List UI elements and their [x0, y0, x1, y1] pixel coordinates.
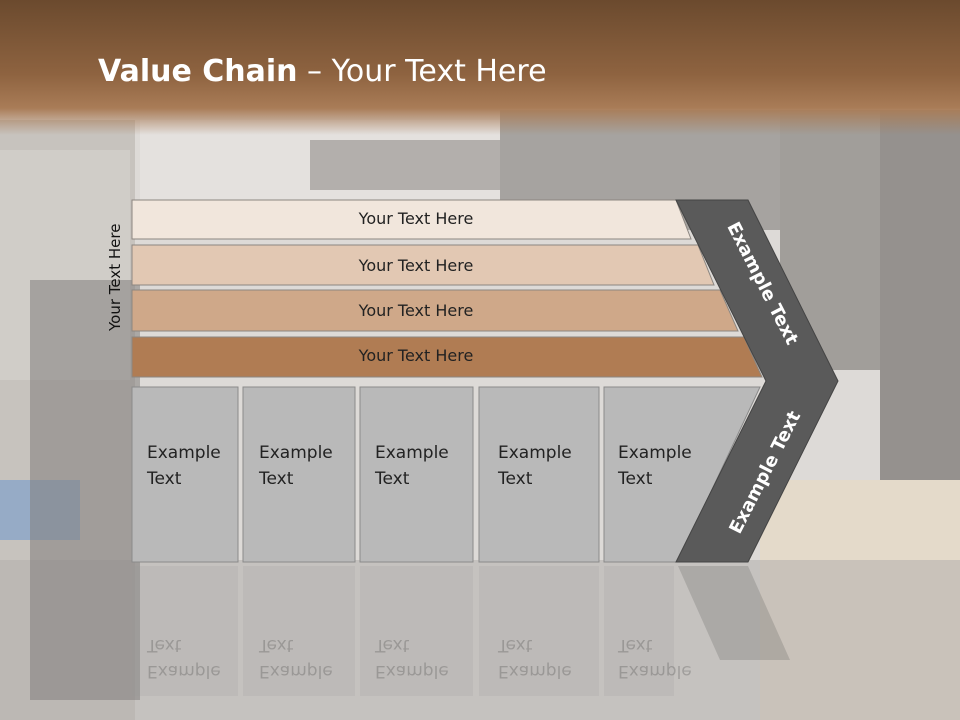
cell-3-line2: Text	[375, 469, 410, 489]
cell-reflection-5: Example Text	[618, 632, 692, 684]
row-label-4: Your Text Here	[358, 346, 474, 365]
title-rest: – Your Text Here	[297, 54, 547, 89]
cell-box-2	[242, 386, 356, 563]
cell-box-3	[359, 386, 474, 563]
cell-reflection-4: Example Text	[498, 632, 572, 684]
title-bold: Value Chain	[98, 54, 298, 89]
cell-1-line2: Text	[147, 469, 182, 489]
cell-box-1	[131, 386, 239, 563]
reflect-4-line2: Text	[498, 635, 533, 655]
cell-4-line2: Text	[498, 469, 533, 489]
cell-5-line2: Text	[618, 469, 653, 489]
row-label-2: Your Text Here	[358, 256, 474, 275]
reflect-4-line1: Example	[498, 661, 572, 681]
reflect-2-line1: Example	[259, 661, 333, 681]
reflect-3-line1: Example	[375, 661, 449, 681]
reflect-5-line1: Example	[618, 661, 692, 681]
reflect-5-line2: Text	[618, 635, 653, 655]
cell-4-line1: Example	[498, 443, 572, 463]
row-label-1: Your Text Here	[358, 209, 474, 228]
chevron-arrow	[675, 199, 839, 563]
reflect-2-line2: Text	[259, 635, 294, 655]
cell-box-4	[478, 386, 600, 563]
row-bar-2	[131, 244, 715, 286]
cell-reflection-1: Example Text	[147, 632, 221, 684]
row-bar-4	[131, 336, 763, 378]
cell-reflection-3: Example Text	[375, 632, 449, 684]
header-band	[0, 0, 960, 135]
cell-2-line1: Example	[259, 443, 333, 463]
cell-reflection-2: Example Text	[259, 632, 333, 684]
cell-3-line1: Example	[375, 443, 449, 463]
row-bar-1	[131, 199, 692, 240]
reflection	[132, 566, 790, 696]
row-label-3: Your Text Here	[358, 301, 474, 320]
cell-5-line1: Example	[618, 443, 692, 463]
cell-2-line2: Text	[259, 469, 294, 489]
cell-1-line1: Example	[147, 443, 221, 463]
slide-title: Value Chain – Your Text Here	[98, 54, 547, 89]
reflect-1-line1: Example	[147, 661, 221, 681]
row-bar-3	[131, 289, 739, 332]
reflect-1-line2: Text	[147, 635, 182, 655]
reflect-3-line2: Text	[375, 635, 410, 655]
